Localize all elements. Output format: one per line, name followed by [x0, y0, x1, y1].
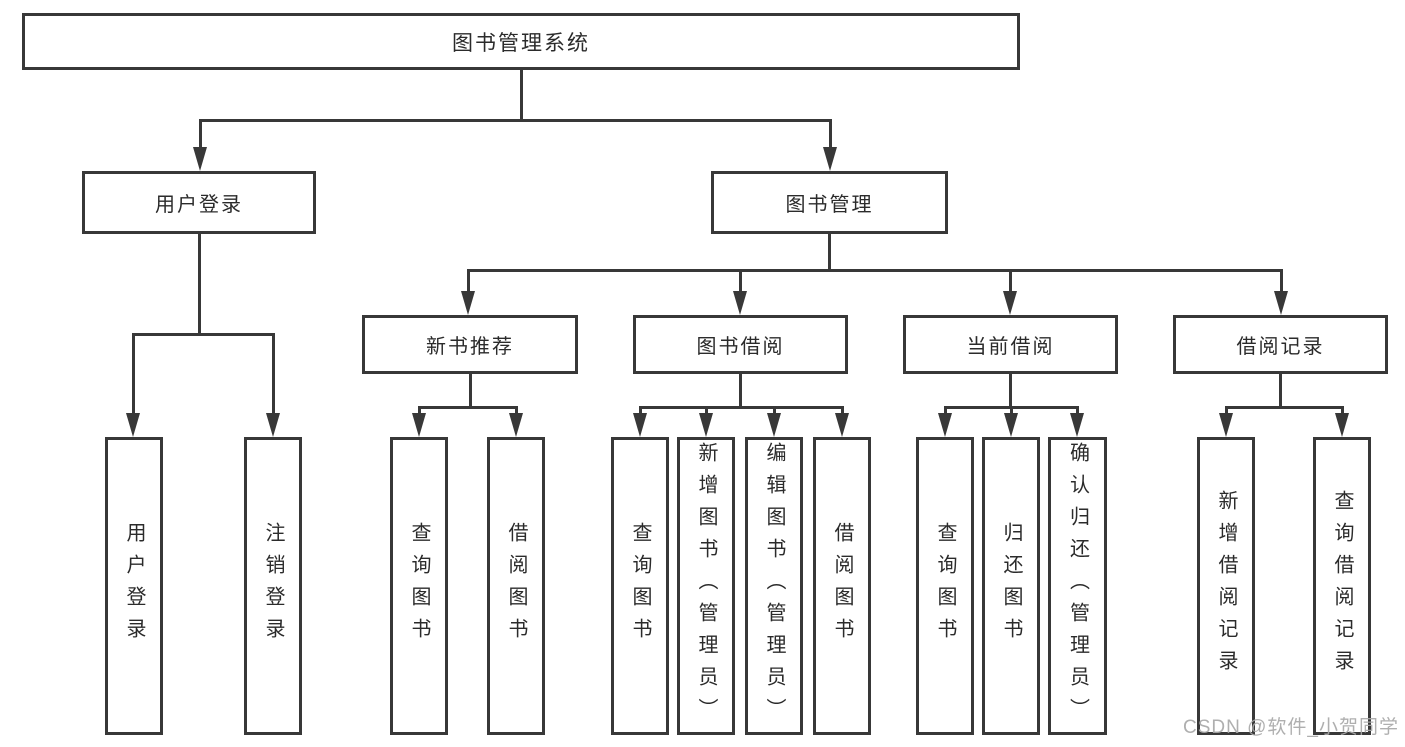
connector-line — [1009, 406, 1013, 416]
arrow-down-icon — [699, 413, 713, 437]
connector-line — [417, 406, 421, 416]
leaf-add-books-admin: 新增图书（管理员） — [677, 437, 735, 735]
connector-line — [1279, 269, 1283, 295]
arrow-down-icon — [193, 147, 207, 171]
arrow-down-icon — [1335, 413, 1349, 437]
connector-line — [519, 70, 523, 122]
arrow-down-icon — [1003, 291, 1017, 315]
arrow-down-icon — [126, 413, 140, 437]
leaf-query-books-recommend: 查询图书 — [390, 437, 448, 735]
connector-line — [1279, 374, 1282, 409]
connector-line — [943, 406, 947, 416]
connector-line — [739, 374, 742, 409]
leaf-logout: 注销登录 — [244, 437, 302, 735]
arrow-down-icon — [1274, 291, 1288, 315]
arrow-down-icon — [1004, 413, 1018, 437]
arrow-down-icon — [1070, 413, 1084, 437]
arrow-down-icon — [938, 413, 952, 437]
connector-line — [198, 119, 202, 151]
arrow-down-icon — [461, 291, 475, 315]
connector-line — [772, 406, 776, 416]
arrow-down-icon — [823, 147, 837, 171]
arrow-down-icon — [1219, 413, 1233, 437]
connector-line — [197, 234, 201, 336]
connector-line — [1340, 406, 1344, 416]
arrow-down-icon — [266, 413, 280, 437]
connector-line — [468, 374, 472, 409]
connector-line — [131, 333, 275, 336]
connector-line — [1224, 406, 1228, 416]
connector-line — [828, 119, 832, 151]
connector-line — [704, 406, 708, 416]
connector-line — [131, 333, 135, 415]
connector-line — [198, 119, 832, 122]
arrow-down-icon — [509, 413, 523, 437]
leaf-confirm-return-admin: 确认归还（管理员） — [1048, 437, 1107, 735]
arrow-down-icon — [412, 413, 426, 437]
leaf-borrow-books: 借阅图书 — [813, 437, 871, 735]
node-book-management-system: 图书管理系统 — [22, 13, 1020, 70]
leaf-query-books-borrow: 查询图书 — [611, 437, 669, 735]
connector-line — [1224, 406, 1344, 409]
leaf-return-books: 归还图书 — [982, 437, 1040, 735]
leaf-query-borrow-record: 查询借阅记录 — [1313, 437, 1371, 735]
connector-line — [271, 333, 275, 415]
connector-line — [840, 406, 844, 416]
leaf-user-login: 用户登录 — [105, 437, 163, 735]
node-user-login: 用户登录 — [82, 171, 316, 234]
arrow-down-icon — [835, 413, 849, 437]
connector-line — [738, 269, 742, 295]
connector-line — [417, 406, 518, 409]
node-borrow-records: 借阅记录 — [1173, 315, 1388, 374]
node-book-borrow: 图书借阅 — [633, 315, 848, 374]
node-new-book-recommend: 新书推荐 — [362, 315, 578, 374]
leaf-edit-books-admin: 编辑图书（管理员） — [745, 437, 803, 735]
leaf-add-borrow-record: 新增借阅记录 — [1197, 437, 1255, 735]
connector-line — [514, 406, 518, 416]
leaf-query-books-current: 查询图书 — [916, 437, 974, 735]
csdn-watermark: CSDN @软件_小贺同学 — [1183, 717, 1399, 738]
connector-line — [638, 406, 844, 409]
arrow-down-icon — [633, 413, 647, 437]
arrow-down-icon — [767, 413, 781, 437]
connector-line — [466, 269, 1283, 272]
connector-line — [828, 234, 831, 272]
leaf-borrow-books-recommend: 借阅图书 — [487, 437, 545, 735]
connector-line — [1009, 374, 1012, 409]
node-current-borrow: 当前借阅 — [903, 315, 1118, 374]
connector-line — [638, 406, 642, 416]
connector-line — [1075, 406, 1079, 416]
connector-line — [466, 269, 470, 295]
node-book-management: 图书管理 — [711, 171, 948, 234]
arrow-down-icon — [733, 291, 747, 315]
connector-line — [1008, 269, 1012, 295]
